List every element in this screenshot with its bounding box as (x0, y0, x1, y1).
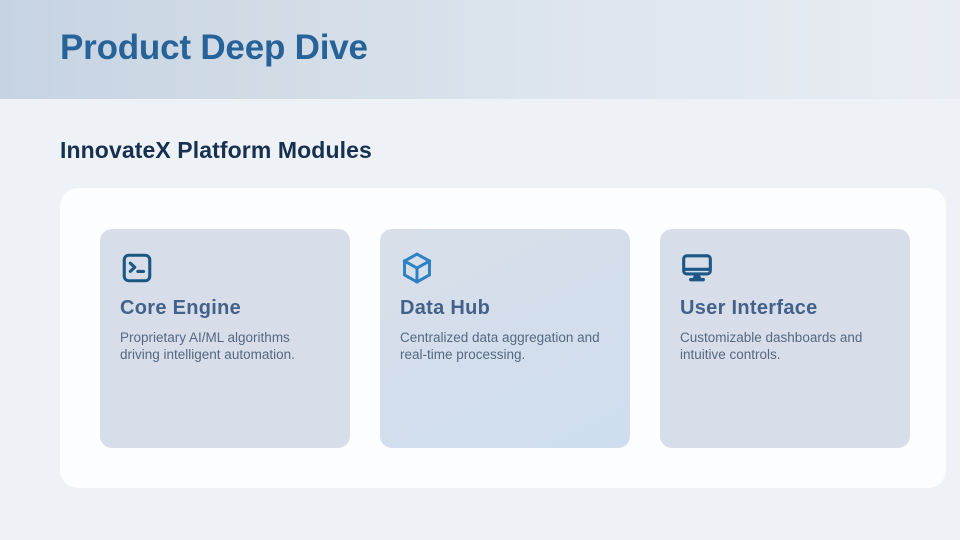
card-data-hub: Data Hub Centralized data aggregation an… (380, 229, 630, 448)
monitor-icon (680, 251, 714, 285)
page-header: Product Deep Dive (0, 0, 960, 99)
card-description: Centralized data aggregation and real-ti… (400, 330, 600, 362)
module-cards-row: Core Engine Proprietary AI/ML algorithms… (100, 229, 910, 448)
card-description: Customizable dashboards and intuitive co… (680, 330, 863, 362)
card-user-interface: User Interface Customizable dashboards a… (660, 229, 910, 448)
section-subtitle: InnovateX Platform Modules (60, 137, 372, 163)
card-title: Data Hub (400, 297, 491, 319)
card-title: User Interface (680, 297, 818, 319)
modules-panel: Core Engine Proprietary AI/ML algorithms… (60, 188, 946, 488)
card-description: Proprietary AI/ML algorithms driving int… (120, 330, 295, 362)
cube-icon (400, 251, 434, 285)
card-title: Core Engine (120, 297, 242, 319)
card-core-engine: Core Engine Proprietary AI/ML algorithms… (100, 229, 350, 448)
terminal-icon (120, 251, 154, 285)
page-title: Product Deep Dive (60, 27, 368, 67)
